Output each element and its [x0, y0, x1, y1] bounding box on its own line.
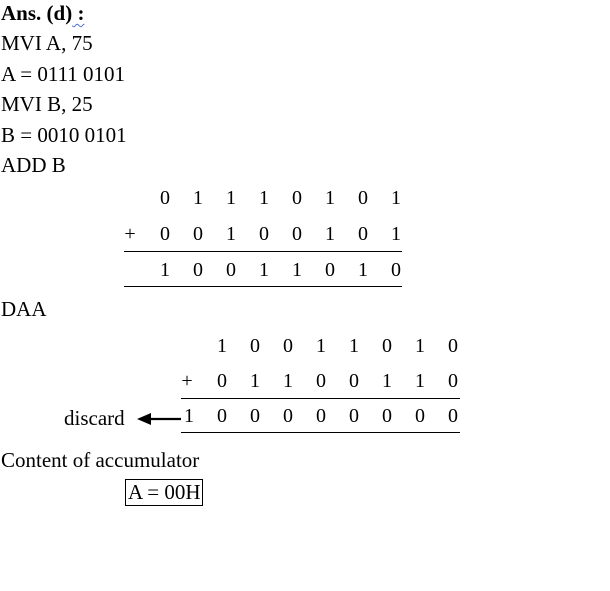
digit: 0	[382, 335, 392, 357]
digit: 0	[448, 405, 458, 427]
register-b-binary: B = 0010 0101	[1, 123, 127, 147]
carry-digit: 1	[184, 405, 194, 427]
digit: 0	[448, 335, 458, 357]
digit: 0	[250, 335, 260, 357]
final-answer-box: A = 00H	[125, 479, 203, 506]
instruction-daa: DAA	[1, 297, 47, 321]
digit: 1	[382, 370, 392, 392]
digit: 0	[292, 223, 302, 245]
left-arrow-icon	[137, 413, 181, 425]
answer-heading-prefix: Ans. (d)	[1, 1, 73, 25]
digit: 0	[217, 370, 227, 392]
digit: 0	[316, 370, 326, 392]
digit: 1	[316, 335, 326, 357]
digit: 1	[325, 187, 335, 209]
digit: 0	[391, 259, 401, 281]
digit: 0	[160, 187, 170, 209]
digit: 0	[358, 223, 368, 245]
digit: 0	[415, 405, 425, 427]
answer-heading: Ans. (d) :	[1, 1, 84, 25]
digit: 1	[415, 335, 425, 357]
digit: 0	[448, 370, 458, 392]
digit: 1	[259, 187, 269, 209]
digit: 1	[292, 259, 302, 281]
instruction-add-b: ADD B	[1, 153, 66, 177]
digit: 0	[160, 223, 170, 245]
digit: 1	[250, 370, 260, 392]
digit: 0	[283, 335, 293, 357]
digit: 0	[250, 405, 260, 427]
plus-sign: +	[124, 223, 136, 245]
digit: 0	[382, 405, 392, 427]
digit: 1	[391, 223, 401, 245]
digit: 1	[259, 259, 269, 281]
digit: 0	[316, 405, 326, 427]
digit: 1	[226, 187, 236, 209]
digit: 1	[226, 223, 236, 245]
digit: 0	[193, 223, 203, 245]
answer-heading-colon: :	[72, 1, 85, 25]
digit: 1	[415, 370, 425, 392]
instruction-mvi-a: MVI A, 75	[1, 31, 93, 55]
digit: 0	[358, 187, 368, 209]
instruction-mvi-b: MVI B, 25	[1, 92, 93, 116]
digit: 1	[283, 370, 293, 392]
digit: 0	[349, 370, 359, 392]
digit: 0	[292, 187, 302, 209]
accumulator-label: Content of accumulator	[1, 448, 200, 472]
digit: 0	[283, 405, 293, 427]
register-a-binary: A = 0111 0101	[1, 62, 126, 86]
digit: 1	[349, 335, 359, 357]
discard-label: discard	[64, 406, 125, 430]
digit: 1	[160, 259, 170, 281]
digit: 0	[349, 405, 359, 427]
digit: 0	[259, 223, 269, 245]
digit: 0	[193, 259, 203, 281]
daa-sum-line-bottom	[181, 432, 460, 433]
digit: 1	[325, 223, 335, 245]
digit: 1	[358, 259, 368, 281]
plus-sign: +	[181, 370, 193, 392]
digit: 0	[226, 259, 236, 281]
digit: 1	[217, 335, 227, 357]
daa-sum-line-top	[181, 398, 460, 399]
add-b-sum-line-top	[124, 251, 402, 252]
digit: 0	[325, 259, 335, 281]
digit: 1	[193, 187, 203, 209]
digit: 0	[217, 405, 227, 427]
digit: 1	[391, 187, 401, 209]
add-b-sum-line-bottom	[124, 286, 402, 287]
